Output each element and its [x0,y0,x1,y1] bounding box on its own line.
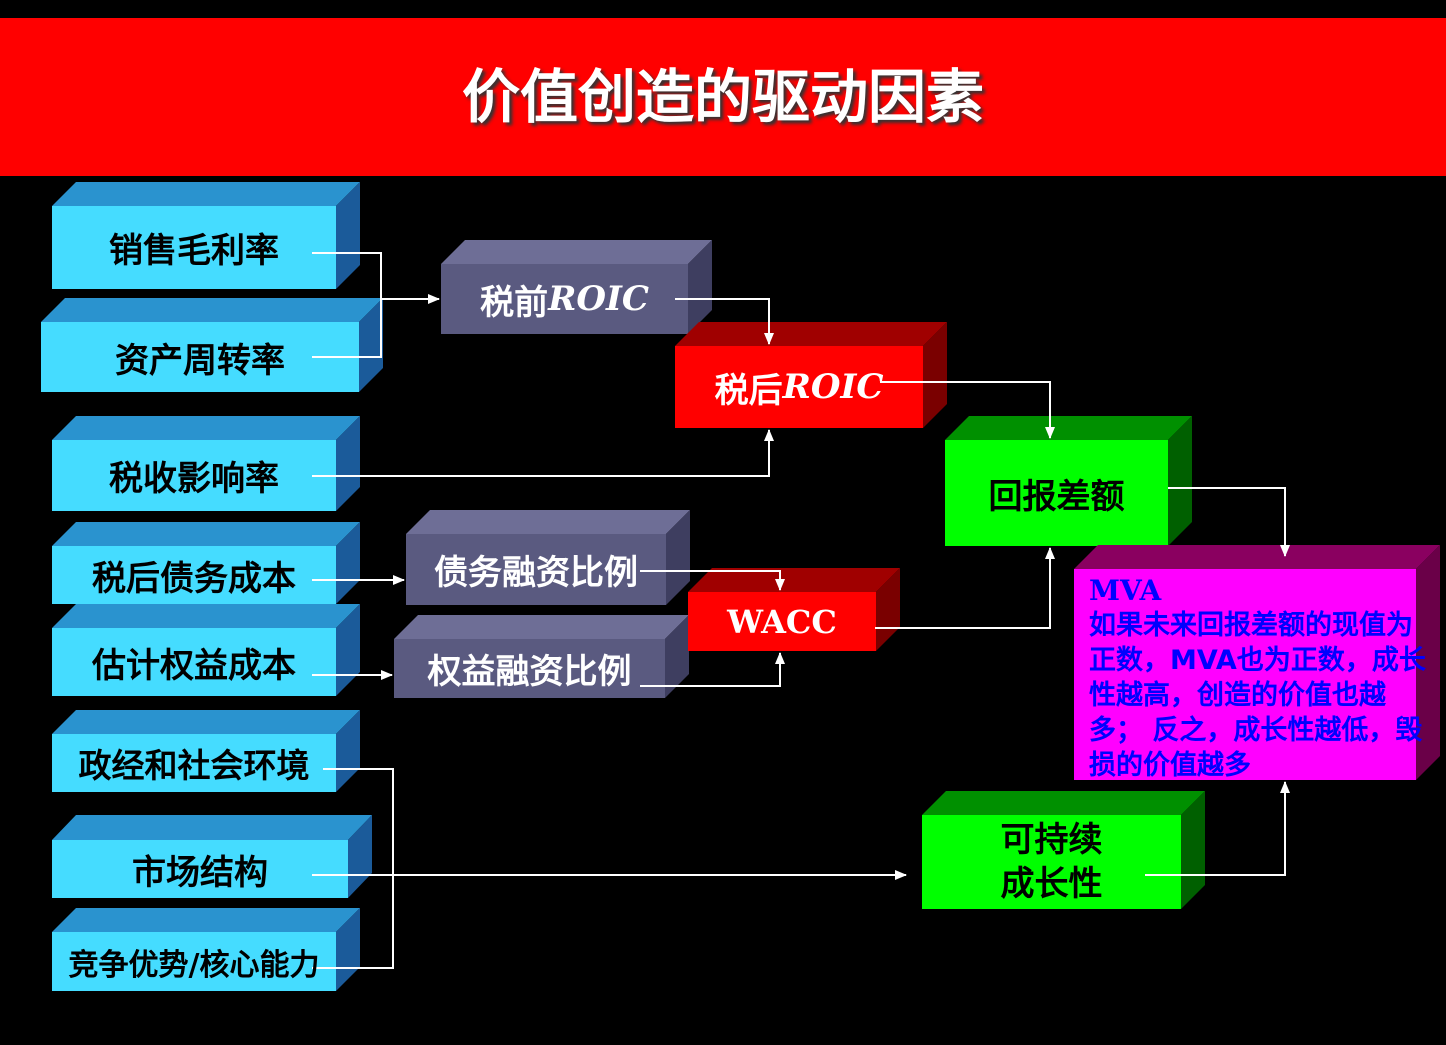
page-title: 价值创造的驱动因素 [461,63,984,131]
box-pretax-roic [441,240,712,334]
aftertax-roic-prefix: 税后 [714,370,783,411]
sustainable-growth-line2: 成长性 [1000,864,1103,904]
node-sustainable-growth: 可持续 成长性 [922,815,1181,909]
title-banner [0,18,1446,176]
box-mva [1074,545,1440,780]
box-equity-cost [52,604,360,696]
mva-description: 如果未来回报差额的现值为正数，MVA也为正数，成长性越高，创造的价值也越多； 反… [1089,610,1426,781]
sustainable-growth-line1: 可持续 [1000,820,1103,860]
mva-title: MVA [1089,574,1162,607]
box-debt-ratio [406,510,690,605]
node-market-structure: 市场结构 [132,852,268,893]
node-mva: MVA 如果未来回报差额的现值为正数，MVA也为正数，成长性越高，创造的价值也越… [1089,573,1429,781]
node-debt-ratio: 债务融资比例 [434,553,638,593]
box-asset-turnover [41,298,383,392]
box-sustainable-growth [922,791,1205,909]
connectors [312,252,1290,969]
node-competitive-advantage: 竞争优势/核心能力 [68,947,320,983]
node-gross-margin: 销售毛利率 [109,231,279,271]
box-competitive-advantage [52,908,360,991]
box-gross-margin [52,182,360,289]
node-equity-cost: 估计权益成本 [92,645,296,686]
node-equity-ratio: 权益融资比例 [427,652,632,692]
aftertax-roic-suffix: ROIC [782,367,884,407]
box-equity-ratio [394,615,689,698]
node-after-tax-debt-cost: 税后债务成本 [92,558,296,599]
pretax-roic-suffix: ROIC [548,279,649,319]
node-asset-turnover: 资产周转率 [115,340,285,381]
box-political-env [52,710,360,792]
node-return-spread: 回报差额 [988,476,1125,517]
box-after-tax-debt-cost [52,522,360,604]
box-tax-impact [52,416,360,511]
box-market-structure [52,815,372,898]
box-return-spread [945,416,1192,546]
node-political-env: 政经和社会环境 [78,746,310,785]
box-aftertax-roic [675,322,947,428]
pretax-roic-prefix: 税前 [480,282,549,323]
node-tax-impact: 税收影响率 [109,459,279,499]
box-wacc [688,568,900,651]
node-wacc: WACC [727,602,837,641]
